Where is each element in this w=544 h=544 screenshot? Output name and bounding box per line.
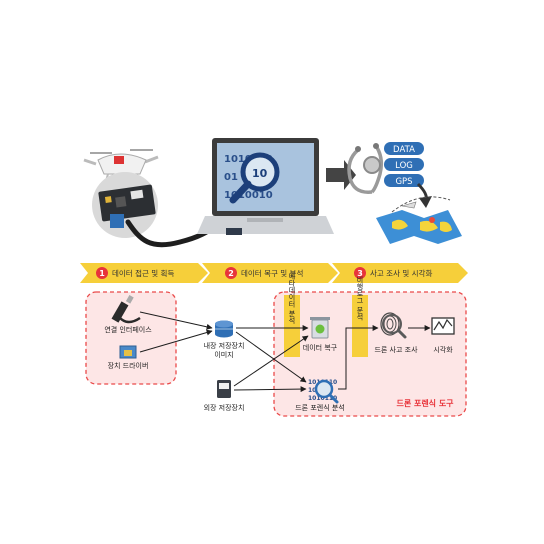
svg-text:3: 3: [357, 269, 363, 278]
svg-text:1010110: 1010110: [308, 395, 337, 402]
sd-card-icon: [217, 380, 231, 398]
drone-accident-investigation-label: 드론 사고 조사: [374, 345, 418, 354]
connection-interface-label: 연결 인터페이스: [104, 325, 152, 334]
binary-line-2: 01 10: [224, 172, 255, 183]
internal-storage-label-line-1: 내장 저장장치: [204, 341, 245, 350]
flight-log-analysis-label: 비행로그 분석: [356, 275, 364, 321]
device-driver-label: 장치 드라이버: [108, 361, 149, 370]
phase-1-label: 데이터 접근 및 획득: [112, 268, 174, 278]
database-icon: [215, 320, 233, 338]
magnifier-digits: 10: [252, 167, 268, 180]
forensic-tool-title: 드론 포렌식 도구: [396, 398, 454, 408]
edge-forensic-to-investigation: [338, 325, 379, 390]
edge-internal-to-forensic: [235, 331, 307, 383]
device-driver-icon: [119, 345, 137, 359]
phase-arrow-3: [332, 263, 468, 283]
phase-arrow-1: [80, 263, 208, 283]
data-recovery-label: 데이터 복구: [303, 343, 338, 352]
phase-banner: 1 데이터 접근 및 획득 2 데이터 복구 및 분석 3 사고 조사 및 시각…: [80, 263, 468, 283]
circuit-board-illustration: [92, 172, 158, 238]
edge-external-to-forensic: [233, 386, 307, 393]
laptop-illustration: 1010010 01 10 1010010 10: [197, 138, 334, 235]
svg-text:GPS: GPS: [395, 177, 412, 187]
usb-cable-icon: [111, 295, 141, 324]
svg-text:LOG: LOG: [395, 161, 413, 171]
external-storage-label: 외장 저장장치: [204, 403, 245, 412]
flow-connectors: [139, 311, 431, 393]
log-tag: LOG: [384, 158, 424, 171]
map-illustration: [376, 196, 462, 244]
phase-3-label: 사고 조사 및 시각화: [370, 268, 432, 278]
internal-storage-label-line-2: 이미지: [214, 350, 233, 359]
drone-illustration: [83, 149, 159, 189]
edge-interface-to-internal: [139, 311, 213, 330]
gps-tag: GPS: [384, 174, 424, 187]
acquisition-group-box: [85, 291, 177, 385]
svg-text:2: 2: [228, 269, 234, 278]
sd-card: [226, 228, 242, 235]
binary-line-3: 1010010: [224, 190, 273, 201]
forensic-magnifier-icon: 1010110 10 1010110: [308, 379, 339, 404]
phase-arrow-2: [202, 263, 338, 283]
visualization-label: 시각화: [433, 346, 453, 354]
phase-2-badge: [225, 267, 237, 279]
stethoscope-icon: [347, 143, 384, 194]
edge-external-to-recovery: [233, 335, 309, 387]
drone-forensic-analysis-label: 드론 포렌식 분석: [295, 403, 345, 412]
phase-1-badge: [96, 267, 108, 279]
edge-driver-to-internal: [139, 329, 213, 353]
svg-text:DATA: DATA: [393, 145, 415, 155]
visualization-icon: [431, 317, 455, 335]
metadata-analysis-label: 메타데이터 분석: [288, 272, 296, 324]
magnifier-icon: [240, 152, 280, 192]
phase-2-label: 데이터 복구 및 분석: [241, 268, 303, 278]
flight-log-analysis-tab: [352, 295, 368, 357]
fingerprint-magnifier-icon: [380, 312, 407, 339]
forensic-tool-box: [273, 291, 467, 417]
phase-3-badge: [354, 267, 366, 279]
metadata-analysis-tab: [284, 295, 300, 357]
svg-text:1: 1: [99, 269, 105, 278]
data-tag: DATA: [384, 142, 424, 155]
svg-text:10: 10: [308, 387, 316, 394]
recycle-bin-icon: [310, 317, 330, 339]
